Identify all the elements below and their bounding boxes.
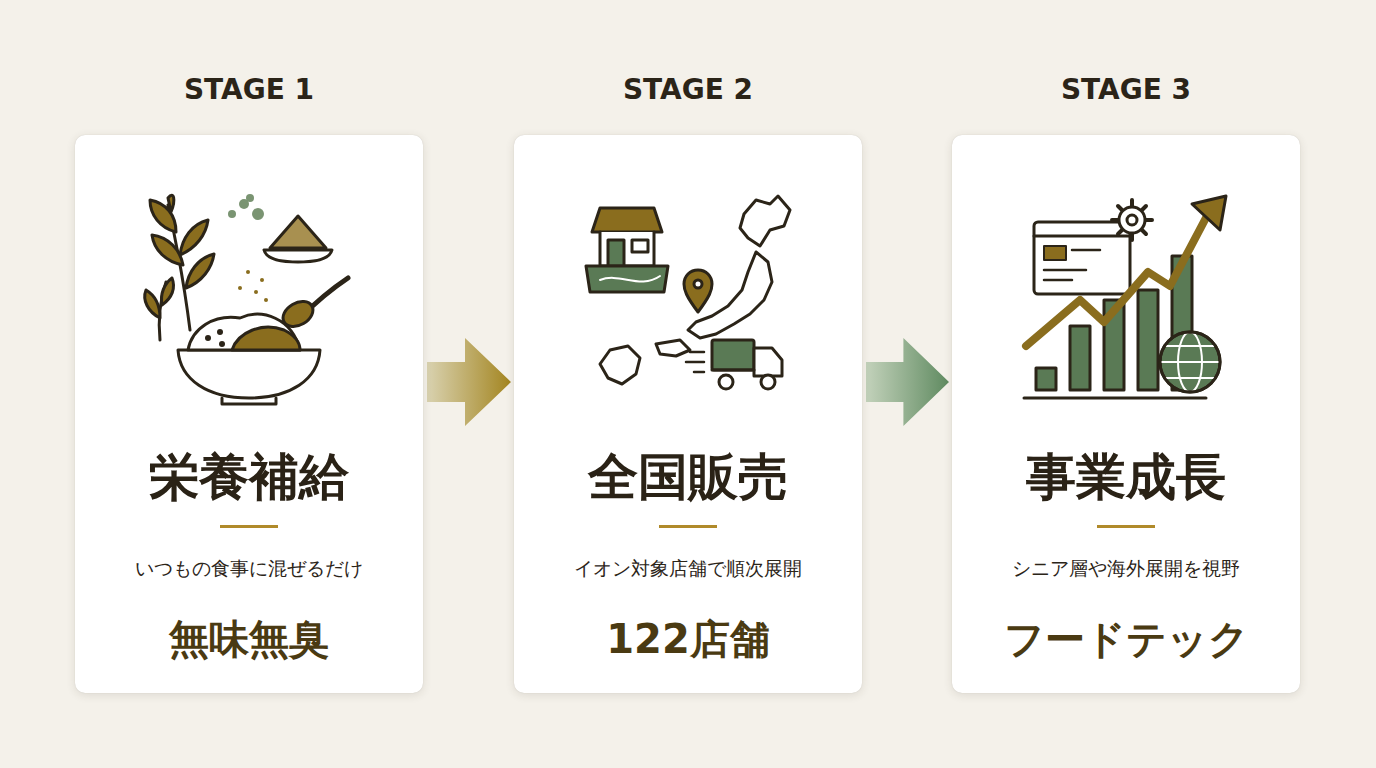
stage-label: STAGE 2 xyxy=(494,73,882,106)
divider-rule xyxy=(220,525,278,528)
stage-card: STAGE 3事業成長シニア層や海外展開を視野フードテック xyxy=(952,135,1300,693)
stage-card: STAGE 1栄養補給いつもの食事に混ぜるだけ無味無臭 xyxy=(75,135,423,693)
stage-description: いつもの食事に混ぜるだけ xyxy=(125,556,373,582)
divider-rule xyxy=(659,525,717,528)
stage-highlight: 無味無臭 xyxy=(159,615,339,663)
stage-title: 栄養補給 xyxy=(139,447,359,507)
card-text-column: 栄養補給いつもの食事に混ぜるだけ無味無臭 xyxy=(75,447,423,663)
stage-highlight: 122店舗 xyxy=(596,615,780,663)
stage-card: STAGE 2全国販売イオン対象店舗で順次展開122店舗 xyxy=(514,135,862,693)
stage-label: STAGE 3 xyxy=(932,73,1320,106)
card-text-column: 事業成長シニア層や海外展開を視野フードテック xyxy=(952,447,1300,663)
stage-title: 事業成長 xyxy=(1016,447,1236,507)
stage-description: シニア層や海外展開を視野 xyxy=(1002,556,1250,582)
block-arrow xyxy=(427,338,511,426)
divider-rule xyxy=(1097,525,1155,528)
stage-description: イオン対象店舗で順次展開 xyxy=(564,556,812,582)
block-arrow xyxy=(866,338,949,426)
card-text-column: 全国販売イオン対象店舗で順次展開 122店舗 xyxy=(514,447,862,663)
distribution-icon xyxy=(586,196,790,389)
growth-icon xyxy=(1024,196,1226,398)
stage-title: 全国販売 xyxy=(578,447,798,507)
stage-highlight: フードテック xyxy=(994,615,1259,663)
stage-label: STAGE 1 xyxy=(55,73,443,106)
nutrition-icon xyxy=(145,194,348,404)
